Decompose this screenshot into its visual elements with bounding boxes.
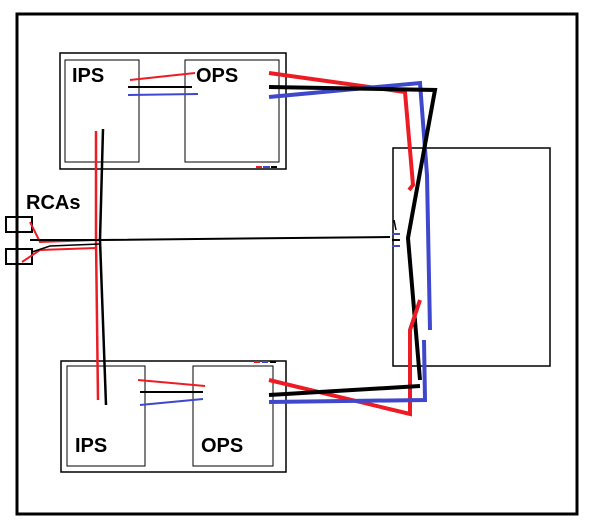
right-unit-box bbox=[392, 147, 551, 367]
bottom-ops-label: OPS bbox=[201, 435, 243, 457]
bottom-ops-box bbox=[192, 365, 274, 467]
top-ops-label: OPS bbox=[196, 65, 238, 87]
top-output-wiring bbox=[268, 71, 438, 381]
rca-jack-top bbox=[5, 216, 33, 233]
rca-jack-bottom bbox=[5, 248, 33, 265]
bottom-internal-red-wire bbox=[137, 379, 206, 387]
top-black-output bbox=[268, 85, 438, 381]
rca-wiring bbox=[21, 128, 400, 406]
rcas-label: RCAs bbox=[26, 192, 80, 214]
bottom-module: IPS OPS bbox=[60, 360, 287, 473]
bottom-ips-box bbox=[66, 365, 146, 467]
red-vertical-wire bbox=[94, 131, 100, 401]
bottom-output-wiring bbox=[268, 299, 428, 417]
bottom-blue-output bbox=[268, 339, 428, 404]
top-ips-label: IPS bbox=[72, 65, 104, 87]
top-ops-box bbox=[184, 59, 280, 163]
black-main-lead bbox=[30, 236, 391, 241]
bottom-red-output bbox=[268, 299, 422, 417]
right-terminal-4 bbox=[393, 219, 397, 231]
top-red-output bbox=[268, 71, 416, 192]
top-internal-blue-wire bbox=[127, 93, 199, 96]
black-vertical-wire bbox=[98, 128, 108, 406]
black-jack-lead-bottom bbox=[31, 243, 101, 253]
top-module-outline bbox=[59, 52, 287, 170]
top-module: IPS OPS bbox=[59, 52, 287, 170]
bottom-black-output bbox=[268, 384, 421, 397]
red-jack-lead-bottom bbox=[21, 247, 97, 263]
top-internal-red-wire bbox=[129, 72, 196, 81]
bottom-internal-blue-wire bbox=[139, 398, 204, 406]
bottom-module-outline bbox=[60, 360, 287, 473]
bottom-ips-label: IPS bbox=[75, 435, 107, 457]
